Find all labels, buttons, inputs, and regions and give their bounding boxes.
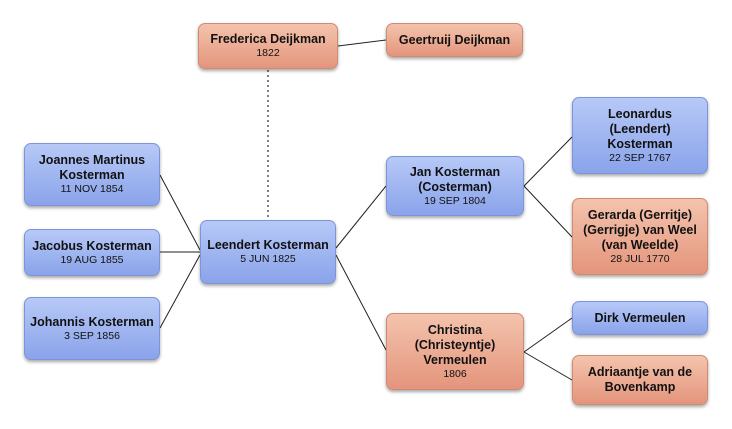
person-name: Johannis Kosterman	[30, 314, 154, 329]
person-name: Jan Kosterman (Costerman)	[409, 164, 501, 194]
link-christina-adriaantje	[523, 351, 573, 381]
person-christina-vermeulen[interactable]: Christina (Christeyntje) Vermeulen 1806	[386, 313, 524, 390]
person-name: Gerarda (Gerritje) (Gerrigje) van Weel (…	[583, 207, 697, 252]
link-frederica-geertruij	[337, 39, 387, 47]
person-jacobus-kosterman[interactable]: Jacobus Kosterman 19 AUG 1855	[24, 229, 160, 276]
person-adriaantje-van-de-bovenkamp[interactable]: Adriaantje van de Bovenkamp	[572, 355, 708, 405]
person-name: Leonardus (Leendert) Kosterman	[607, 106, 673, 151]
person-date: 1806	[443, 367, 467, 380]
person-date: 19 AUG 1855	[60, 253, 124, 266]
person-date: 11 NOV 1854	[60, 183, 124, 195]
person-johannis-kosterman[interactable]: Johannis Kosterman 3 SEP 1856	[24, 297, 160, 360]
person-name: Frederica Deijkman	[210, 32, 326, 46]
person-date: 3 SEP 1856	[64, 329, 120, 342]
link-leendert-christina	[335, 254, 387, 351]
link-jan-leonardus	[523, 136, 573, 187]
person-leendert-kosterman[interactable]: Leendert Kosterman 5 JUN 1825	[200, 220, 336, 284]
person-leonardus-kosterman[interactable]: Leonardus (Leendert) Kosterman 22 SEP 17…	[572, 97, 708, 174]
person-date: 28 JUL 1770	[610, 252, 670, 265]
person-jan-kosterman[interactable]: Jan Kosterman (Costerman) 19 SEP 1804	[386, 156, 524, 216]
person-name: Jacobus Kosterman	[32, 238, 152, 253]
person-name: Joannes Martinus Kosterman	[38, 153, 146, 182]
person-frederica-deijkman[interactable]: Frederica Deijkman 1822	[198, 23, 338, 69]
person-name: Leendert Kosterman	[207, 238, 329, 252]
person-date: 22 SEP 1767	[609, 151, 671, 164]
person-name: Christina (Christeyntje) Vermeulen	[414, 322, 496, 367]
person-date: 1822	[256, 47, 280, 59]
link-jan-gerarda	[523, 185, 573, 238]
person-name: Geertruij Deijkman	[398, 32, 511, 47]
person-name: Dirk Vermeulen	[594, 310, 686, 325]
person-gerarda-van-weel[interactable]: Gerarda (Gerritje) (Gerrigje) van Weel (…	[572, 198, 708, 275]
link-johannis-leendert	[159, 254, 201, 329]
link-christina-dirk	[523, 317, 573, 353]
person-joannes-martinus-kosterman[interactable]: Joannes Martinus Kosterman 11 NOV 1854	[24, 143, 160, 206]
person-name: Adriaantje van de Bovenkamp	[587, 365, 693, 394]
link-joannes-leendert	[159, 174, 201, 251]
link-leendert-jan	[335, 185, 387, 249]
person-date: 19 SEP 1804	[424, 194, 486, 207]
person-geertruij-deijkman[interactable]: Geertruij Deijkman	[386, 23, 523, 57]
person-dirk-vermeulen[interactable]: Dirk Vermeulen	[572, 301, 708, 335]
person-date: 5 JUN 1825	[240, 253, 296, 265]
